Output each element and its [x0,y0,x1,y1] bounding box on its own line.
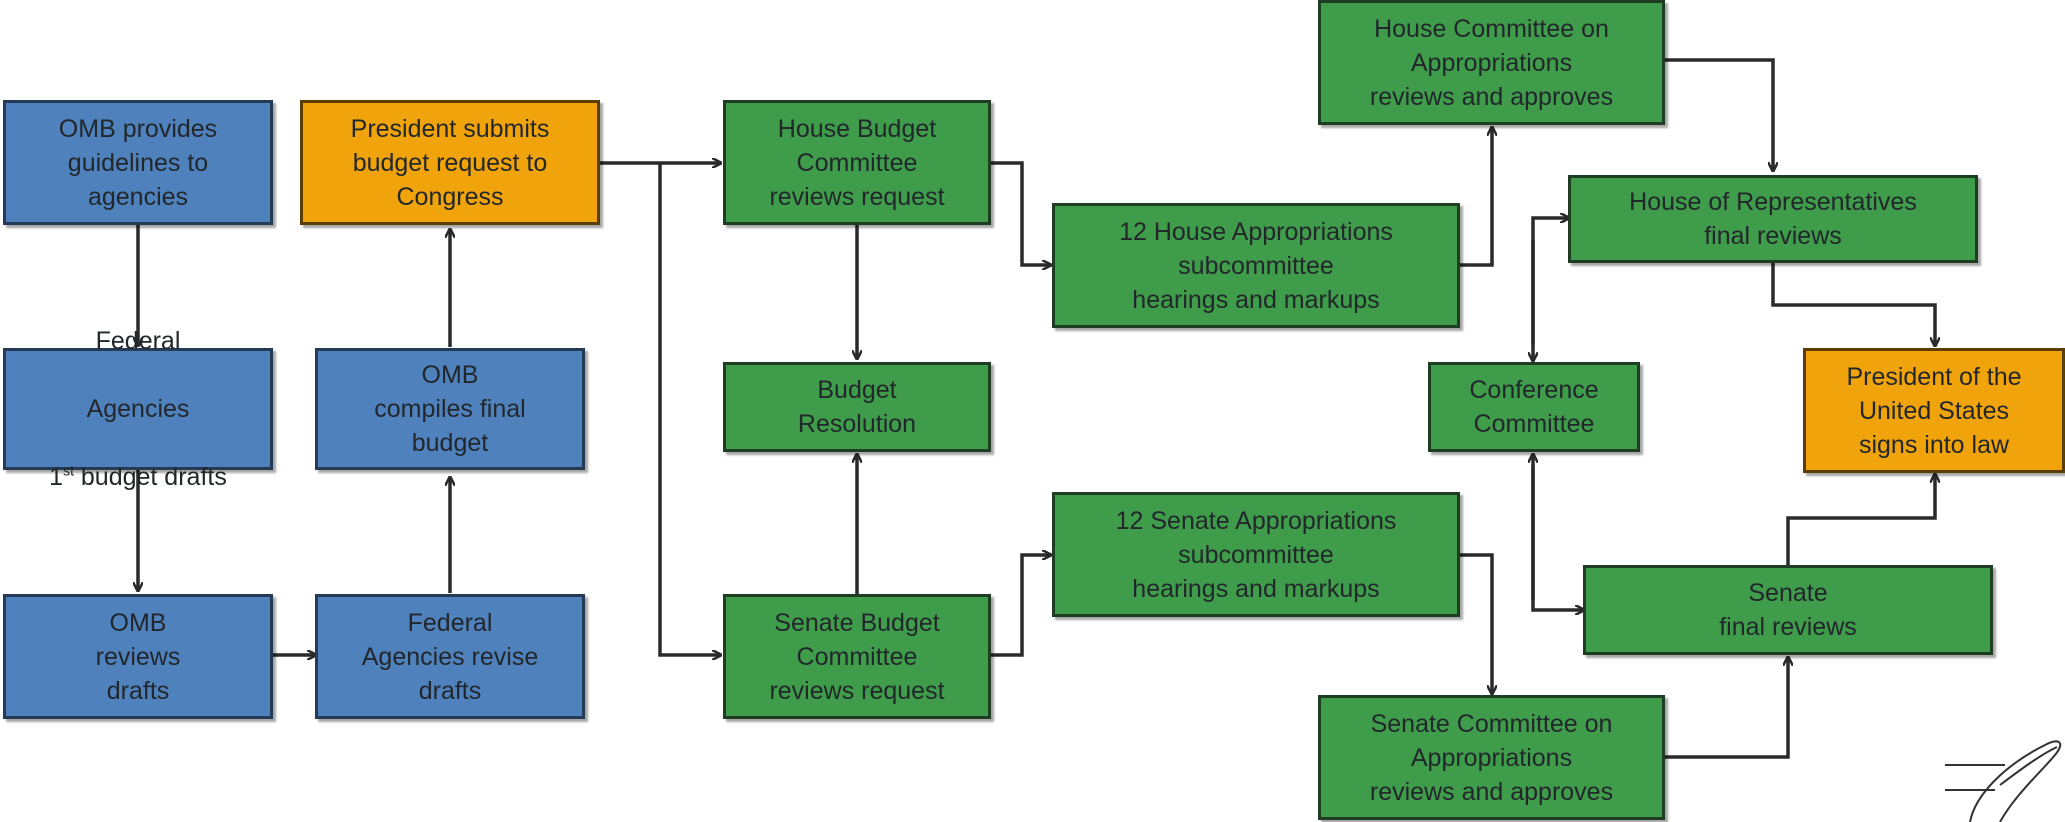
omb-reviews-drafts-box: OMB reviews drafts [3,594,273,719]
omb-guidelines-box: OMB provides guidelines to agencies [3,100,273,225]
house-approps-committee-box: House Committee on Appropriations review… [1318,0,1665,125]
president-submits-box: President submits budget request to Cong… [300,100,600,225]
arrow-house-budget-to-house-sub [990,161,1050,265]
house-budget-committee-label: House Budget Committee reviews request [769,114,945,211]
arrow-senate-comm-to-senate-final [1665,658,1788,759]
omb-guidelines-label: OMB provides guidelines to agencies [58,114,218,211]
budget-resolution-label: Budget Resolution [797,376,917,438]
arrow-house-sub-to-house-comm [1458,128,1492,267]
house-approps-subcommittee-label: 12 House Appropriations subcommittee hea… [1119,217,1393,314]
decorative-sketch-icon [1945,740,2062,822]
senate-budget-committee-box: Senate Budget Committee reviews request [723,594,991,719]
conference-committee-label: Conference Committee [1469,376,1599,438]
senate-budget-committee-label: Senate Budget Committee reviews request [769,608,945,705]
budget-resolution-box: Budget Resolution [723,362,991,452]
house-approps-subcommittee-box: 12 House Appropriations subcommittee hea… [1052,203,1460,328]
house-budget-committee-box: House Budget Committee reviews request [723,100,991,225]
senate-final-reviews-label: Senate final reviews [1719,579,1857,641]
arrow-senate-sub-to-senate-comm [1458,553,1492,693]
omb-compiles-label: OMB compiles final budget [374,361,526,457]
omb-compiles-box: OMB compiles final budget [315,348,585,470]
house-final-reviews-label: House of Representatives final reviews [1629,188,1917,250]
president-submits-label: President submits budget request to Cong… [350,114,550,211]
senate-approps-committee-box: Senate Committee on Appropriations revie… [1318,695,1665,820]
senate-approps-subcommittee-box: 12 Senate Appropriations subcommittee he… [1052,492,1460,617]
arrow-house-final-to-president [1771,263,1935,345]
federal-drafts-rest: budget drafts [73,463,227,491]
federal-drafts-ordinal: 1 [49,463,64,491]
arrow-conference-to-senate-final [1531,465,1583,610]
federal-drafts-line2: Agencies [86,395,190,423]
agencies-revise-label: Federal Agencies revise drafts [361,608,539,705]
president-signs-box: President of the United States signs int… [1803,348,2065,473]
senate-final-reviews-box: Senate final reviews [1583,565,1993,655]
federal-agencies-drafts-box: Federal Agencies 1st budget drafts [3,327,273,491]
arrow-senate-budget-to-senate-sub [990,555,1050,657]
arrow-conference-to-house-final [1531,218,1568,345]
house-final-reviews-box: House of Representatives final reviews [1568,175,1978,263]
arrow-president-to-senate-budget [658,163,720,655]
federal-drafts-line1: Federal [95,327,181,355]
federal-drafts-line3: 1st budget drafts [49,460,227,494]
omb-reviews-drafts-label: OMB reviews drafts [95,608,181,705]
conference-committee-box: Conference Committee [1428,362,1640,452]
federal-agencies-drafts-label: Federal Agencies 1st budget drafts [41,290,235,528]
house-approps-committee-label: House Committee on Appropriations review… [1369,14,1614,111]
arrow-house-comm-to-house-final [1665,58,1773,170]
agencies-revise-box: Federal Agencies revise drafts [315,594,585,719]
senate-approps-committee-label: Senate Committee on Appropriations revie… [1369,709,1614,806]
senate-approps-subcommittee-label: 12 Senate Appropriations subcommittee he… [1115,506,1397,603]
arrow-senate-final-to-president [1786,475,1935,565]
federal-drafts-ordinal-suffix: st [63,462,74,479]
president-signs-label: President of the United States signs int… [1846,362,2022,459]
